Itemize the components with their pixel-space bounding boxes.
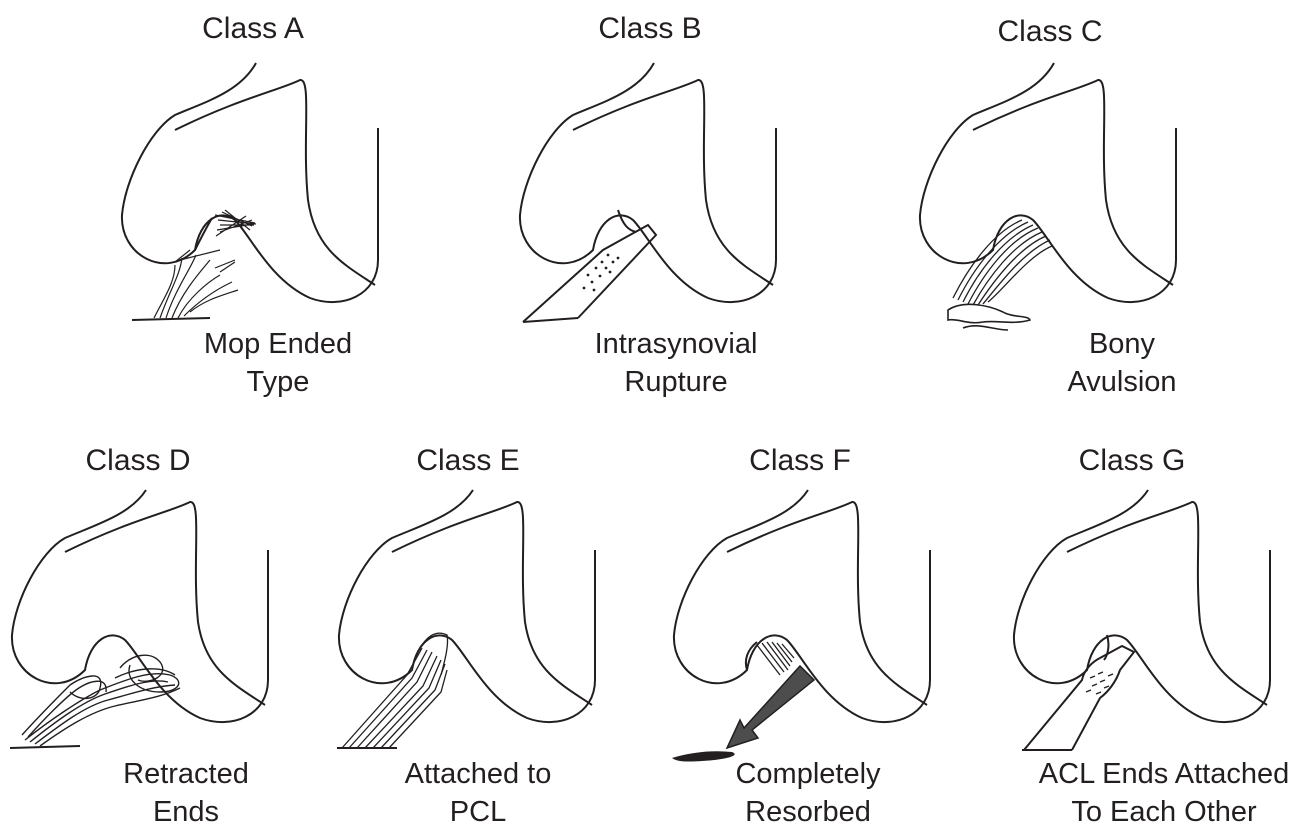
class-g-caption: ACL Ends Attached To Each Other <box>1039 755 1289 831</box>
class-f-knee-drawing <box>672 430 1002 770</box>
class-e-caption: Attached to PCL <box>405 755 552 831</box>
panel-class-b: Class B Intrasynovial Rupture <box>518 0 848 400</box>
tibia-line <box>132 318 210 320</box>
class-e-knee-drawing <box>337 430 667 770</box>
rupture-stipple <box>583 254 620 292</box>
panel-class-d: Class D Retracted Ends <box>10 430 340 830</box>
class-b-caption: Intrasynovial Rupture <box>595 325 758 401</box>
class-a-caption: Mop Ended Type <box>204 325 352 401</box>
panel-class-f: Class F Completely Resorbed <box>672 430 1002 830</box>
panel-class-e: Class E Attached to PCL <box>337 430 667 830</box>
panel-class-g: Class G ACL Ends Attached To Each Other <box>1012 430 1296 830</box>
acl-rupture-band <box>523 225 656 322</box>
class-c-knee-drawing <box>918 0 1248 340</box>
class-c-caption: Bony Avulsion <box>1067 325 1176 401</box>
bony-fragment <box>948 304 1030 330</box>
intercondylar-notch <box>195 218 212 250</box>
class-f-caption: Completely Resorbed <box>735 755 880 831</box>
acl-stump-lower <box>154 250 238 318</box>
acl-stump-upper <box>215 210 256 236</box>
panel-class-c: Class C Bony Avulsion <box>918 0 1248 400</box>
acl-joined-band <box>1024 646 1134 750</box>
acl-attached-to-pcl-fibers <box>342 633 448 748</box>
class-a-knee-drawing <box>120 0 450 340</box>
panel-class-a: Class A Mop Ended Type <box>120 0 450 400</box>
class-d-knee-drawing <box>10 430 340 770</box>
class-b-knee-drawing <box>518 0 848 340</box>
arrow-icon <box>727 666 814 748</box>
acl-stump-fibers <box>757 642 794 675</box>
class-g-knee-drawing <box>1012 430 1296 770</box>
resorbed-remnant <box>672 751 735 761</box>
retracted-acl-curls <box>22 655 180 746</box>
class-d-caption: Retracted Ends <box>123 755 249 831</box>
